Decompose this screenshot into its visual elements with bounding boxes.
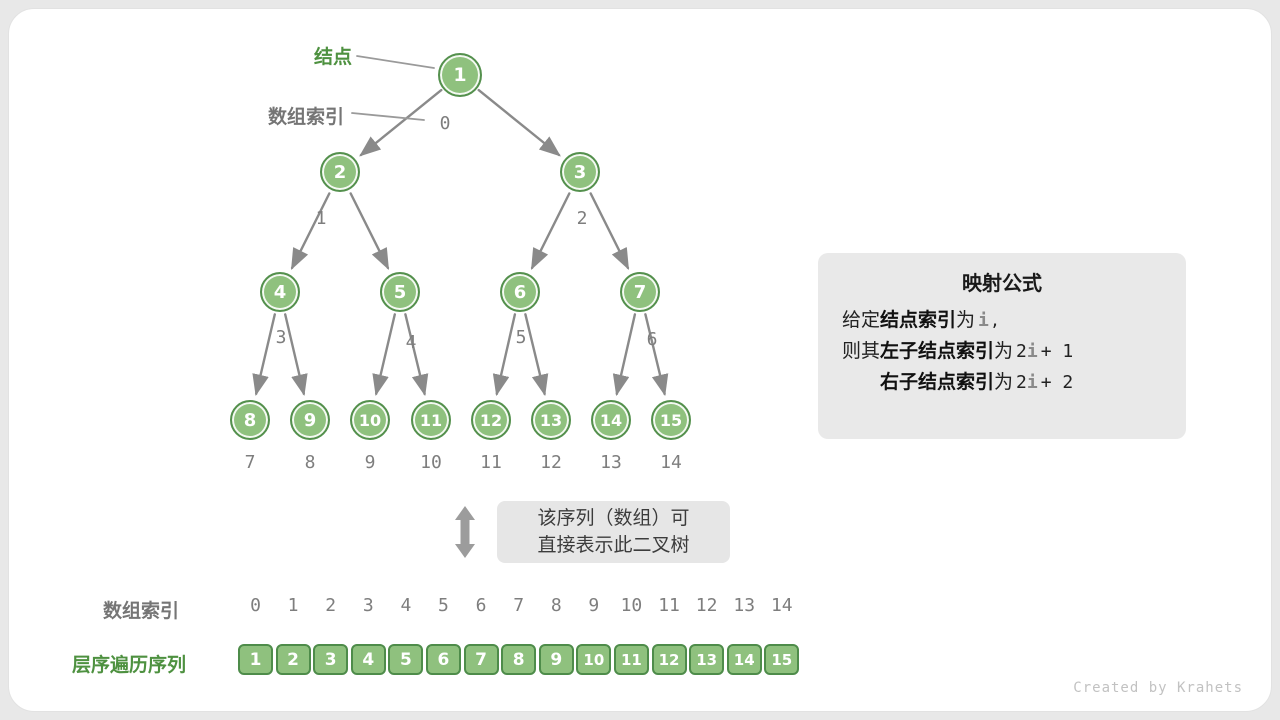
sequence-box: 14	[726, 644, 762, 675]
formula-text: 为	[994, 340, 1014, 362]
sequence-box: 6	[425, 644, 461, 675]
tree-node-1: 1	[438, 53, 482, 97]
tree-node-2: 2	[320, 152, 360, 192]
sequence-label: 层序遍历序列	[72, 654, 187, 676]
bottom-array-index-label: 数组索引	[103, 600, 180, 622]
formula-text: 为	[994, 371, 1014, 393]
tree-node-9: 9	[290, 400, 330, 440]
formula-bold-text: 右子结点索引	[880, 371, 995, 393]
tree-node-10: 10	[350, 400, 390, 440]
tree-node-12: 12	[471, 400, 511, 440]
bottom-index: 5	[438, 595, 449, 616]
formula-var-i: i	[1026, 341, 1038, 362]
note-box: 该序列（数组）可 直接表示此二叉树	[497, 501, 730, 563]
node-index-label: 11	[480, 452, 502, 473]
formula-expr: 2	[1016, 341, 1027, 362]
tree-node-8: 8	[230, 400, 270, 440]
sequence-box: 15	[764, 644, 800, 675]
formula-bold-text: 左子结点索引	[880, 340, 995, 362]
bottom-index: 1	[287, 595, 299, 616]
node-index-label: 14	[660, 452, 682, 473]
tree-node-14: 14	[591, 400, 631, 440]
note-line: 该序列（数组）可	[537, 507, 690, 529]
sequence-box: 8	[501, 644, 537, 675]
bottom-index: 0	[250, 595, 261, 616]
sequence-box: 3	[313, 644, 349, 675]
bottom-index: 6	[475, 595, 487, 616]
sequence-box: 4	[350, 644, 386, 675]
tree-node-15: 15	[651, 400, 691, 440]
formula-var-i: i	[1026, 372, 1038, 393]
bottom-index: 13	[733, 595, 756, 616]
bottom-index: 8	[550, 595, 562, 616]
tree-node-4: 4	[260, 272, 300, 312]
node-index-label: 12	[540, 452, 562, 473]
bottom-index: 7	[513, 595, 525, 616]
bottom-index: 14	[770, 595, 793, 616]
bottom-index: 3	[362, 595, 374, 616]
node-index-label: 10	[420, 452, 442, 473]
formula-expr: + 1	[1040, 341, 1074, 362]
tree-node-13: 13	[531, 400, 571, 440]
bottom-index: 11	[658, 595, 680, 616]
formula-bold-text: 结点索引	[880, 309, 957, 331]
sequence-box: 1	[238, 644, 273, 675]
node-index-label: 5	[515, 327, 527, 348]
formula-title: 映射公式	[962, 271, 1042, 295]
node-index-label: 3	[275, 327, 287, 348]
tree-node-5: 5	[380, 272, 420, 312]
tree-node-3: 3	[560, 152, 600, 192]
node-index-label: 9	[364, 452, 376, 473]
formula-var-i: i	[978, 310, 989, 331]
formula-text: ,	[991, 309, 998, 331]
tree-node-7: 7	[620, 272, 660, 312]
formula-expr: 2	[1016, 372, 1027, 393]
up-down-arrow-icon	[455, 506, 475, 558]
node-index-label: 7	[244, 452, 256, 473]
node-index-label: 4	[405, 332, 417, 353]
sequence-box: 11	[613, 644, 649, 675]
bottom-index: 10	[620, 595, 643, 616]
node-index-label: 2	[576, 208, 588, 229]
formula-text: 为	[956, 309, 976, 331]
node-index-label: 8	[304, 452, 316, 473]
formula-expr: + 2	[1040, 372, 1074, 393]
bottom-index: 2	[325, 595, 337, 616]
sequence-box: 13	[689, 644, 725, 675]
node-index-label: 13	[600, 452, 622, 473]
sequence-box: 5	[388, 644, 424, 675]
sequence-box: 9	[538, 644, 574, 675]
sequence-box: 10	[576, 644, 612, 675]
watermark: Created by Krahets	[1073, 680, 1243, 696]
bottom-index: 9	[588, 595, 600, 616]
tree-node-6: 6	[500, 272, 540, 312]
sequence-box: 12	[651, 644, 687, 675]
node-pointer-label: 结点	[314, 46, 353, 68]
bottom-index-row: 0 1 2 3 4 5 6 7 8 9 10 11 12 13 14	[238, 596, 799, 616]
note-line: 直接表示此二叉树	[537, 534, 690, 556]
tree-node-11: 11	[411, 400, 451, 440]
sequence-box: 2	[275, 644, 311, 675]
formula-text: 则其	[842, 340, 881, 362]
bottom-index: 12	[695, 595, 718, 616]
node-index-label: 0	[439, 113, 451, 134]
node-index-label: 6	[646, 329, 658, 350]
sequence-box: 7	[463, 644, 499, 675]
sequence-row: 1 2 3 4 5 6 7 8 9 10 11 12 13 14 15	[238, 644, 800, 675]
node-index-label: 1	[315, 208, 327, 229]
formula-text: 给定	[842, 309, 881, 331]
array-index-pointer-label: 数组索引	[268, 106, 345, 128]
bottom-index: 4	[400, 595, 412, 616]
